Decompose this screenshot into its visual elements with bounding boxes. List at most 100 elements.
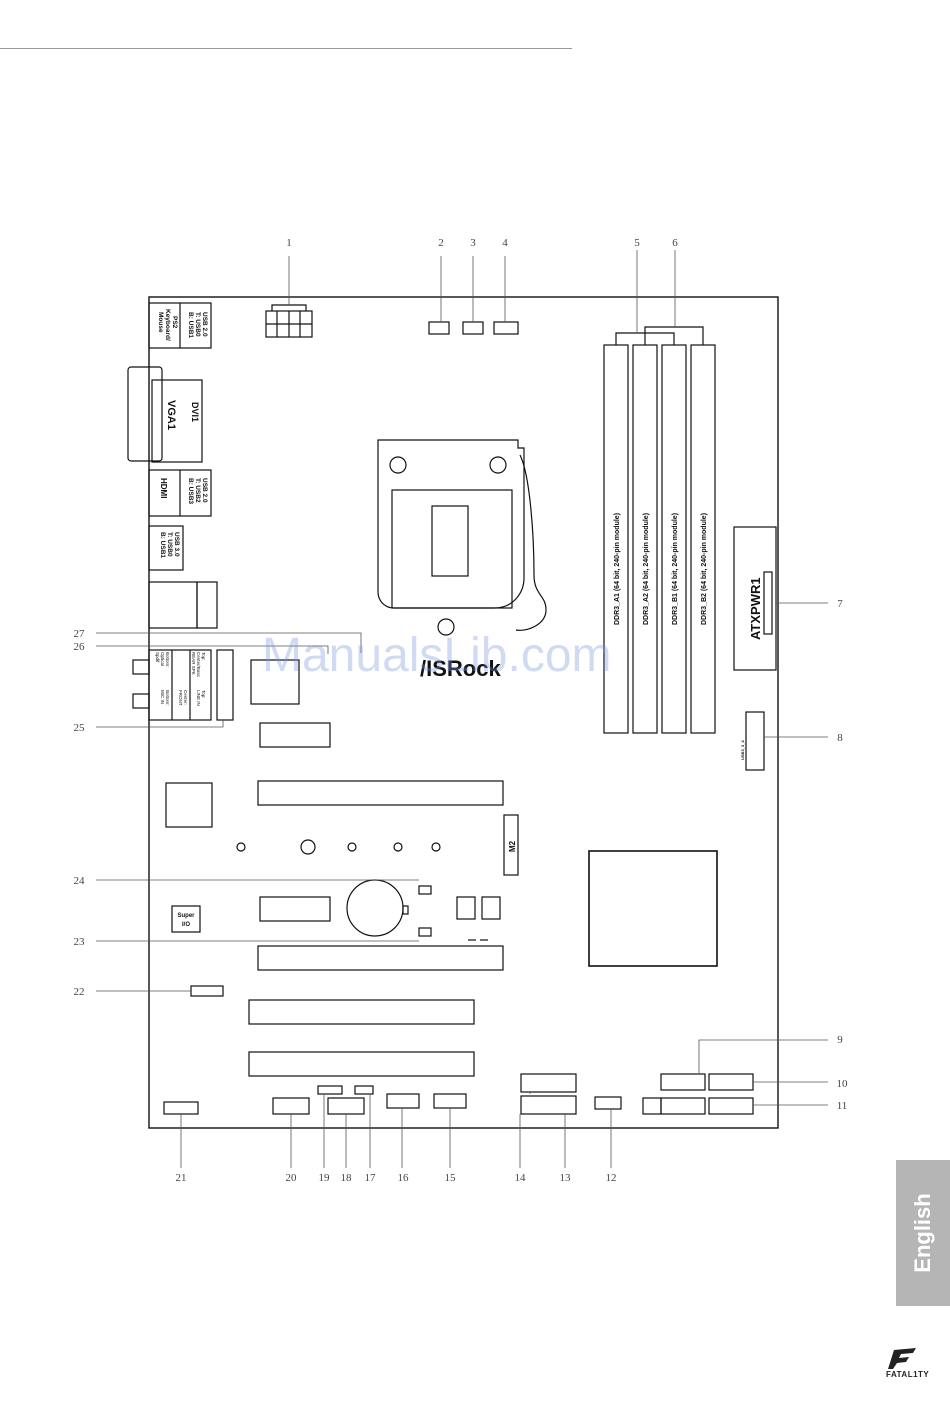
callout-25: 25	[74, 722, 86, 734]
callout-12: 12	[606, 1172, 617, 1184]
label-ddr-a2: DDR3_A2 (64 bit, 240-pin module)	[643, 513, 650, 625]
callout-20: 20	[286, 1172, 298, 1184]
brand-text: FATAL1TY	[886, 1370, 930, 1379]
label-audio-1: Top:	[201, 652, 206, 661]
callout-9: 9	[837, 1034, 843, 1046]
label-dvi: DVI1	[190, 402, 200, 422]
pcie-slot-2	[257, 945, 504, 971]
label-ddr-b1: DDR3_B1 (64 bit, 240-pin module)	[672, 513, 679, 625]
label-vga: VGA1	[165, 400, 177, 430]
header-16	[386, 1093, 420, 1109]
header-19	[317, 1085, 343, 1095]
language-tab-label: English	[910, 1193, 935, 1273]
hd-audio-header	[216, 649, 234, 721]
label-hdmi: HDMI	[159, 478, 168, 498]
callout-13: 13	[560, 1172, 572, 1184]
audio-jacks	[148, 649, 212, 721]
header-21	[163, 1101, 199, 1115]
callout-8: 8	[837, 732, 843, 744]
label-audio-11: MIC IN	[160, 690, 165, 704]
pch	[588, 850, 718, 967]
label-usb20-mid-l1: T: USB2	[194, 478, 201, 503]
cmos-battery	[346, 879, 404, 937]
label-superio-2: I/O	[182, 922, 190, 928]
callout-23: 23	[74, 936, 86, 948]
callout-27: 27	[74, 628, 86, 640]
sata-11a	[660, 1097, 706, 1115]
label-ps2: PS2	[171, 316, 178, 329]
label-m2: M2	[508, 840, 517, 852]
header-18	[327, 1097, 365, 1115]
callout-2: 2	[438, 237, 444, 249]
callout-11: 11	[837, 1100, 848, 1112]
chip-small-2	[259, 896, 331, 922]
label-audio-8: Center:	[183, 690, 188, 705]
header-rule	[0, 48, 572, 49]
callout-17: 17	[365, 1172, 377, 1184]
sata-14b	[520, 1095, 577, 1115]
pcie-slot-3	[248, 999, 475, 1025]
label-usb20-top: USB 2.0	[201, 312, 208, 337]
usb3-front-header	[745, 711, 765, 771]
sata-14a	[520, 1073, 577, 1093]
callout-7: 7	[837, 598, 843, 610]
sata-11b	[708, 1097, 754, 1115]
fan-header-12	[594, 1096, 622, 1110]
lan-port	[148, 581, 198, 629]
callout-26: 26	[74, 641, 86, 653]
callout-5: 5	[634, 237, 640, 249]
pcie-slot-1	[257, 780, 504, 806]
dvi-port	[151, 379, 203, 463]
cpu-socket	[377, 439, 525, 609]
chip-lan	[165, 782, 213, 828]
callout-22: 22	[74, 986, 85, 998]
label-usb30-l2: B: USB1	[159, 532, 166, 558]
header-24	[418, 885, 432, 895]
callout-19: 19	[319, 1172, 331, 1184]
language-tab: English	[896, 1160, 950, 1306]
label-ddr-b2: DDR3_B2 (64 bit, 240-pin module)	[701, 513, 708, 625]
callout-16: 16	[398, 1172, 410, 1184]
callout-24: 24	[74, 875, 86, 887]
label-ps2-l3: Mouse	[157, 312, 164, 333]
callout-21: 21	[176, 1172, 187, 1184]
label-superio-1: Super	[177, 913, 195, 919]
label-usb30-l1: T: USB0	[166, 532, 173, 557]
header-20	[272, 1097, 310, 1115]
header-17	[354, 1085, 374, 1095]
vga-port	[127, 366, 163, 462]
header-23	[418, 927, 432, 937]
callout-4: 4	[502, 237, 508, 249]
label-usb20-mid: USB 2.0	[201, 478, 208, 503]
callout-15: 15	[445, 1172, 457, 1184]
label-audio-10: Bottom:	[165, 690, 170, 706]
label-audio-6: Top:	[201, 690, 206, 699]
usb30-port	[148, 525, 184, 571]
label-audio-4: Optical	[160, 652, 165, 666]
chip-audio	[250, 659, 300, 705]
cha-fan	[493, 321, 519, 335]
label-usb30: USB 3.0	[173, 532, 180, 557]
super-io	[171, 905, 201, 933]
label-ps2-l2: Keyboard/	[164, 309, 171, 341]
chip-small	[259, 722, 331, 748]
label-audio-7: LINE IN	[196, 690, 201, 706]
label-usb33: USB3_3_4	[740, 740, 745, 760]
label-ddr-a1: DDR3_A1 (64 bit, 240-pin module)	[614, 513, 621, 625]
callout-3: 3	[470, 237, 476, 249]
atx-power-connector	[733, 526, 777, 671]
label-audio-3: Bottom:	[165, 652, 170, 668]
callout-10: 10	[837, 1078, 849, 1090]
callout-6: 6	[672, 237, 678, 249]
label-usb20-top-l2: B: USB1	[187, 312, 194, 338]
label-usb20-top-l1: T: USB0	[194, 312, 201, 337]
label-audio-2: Center/Bass	[196, 652, 201, 678]
pcie-slot-4	[248, 1051, 475, 1077]
callout-18: 18	[341, 1172, 353, 1184]
callout-14: 14	[515, 1172, 527, 1184]
header-15	[433, 1093, 467, 1109]
label-audio-5: Spdif	[155, 652, 160, 663]
cpu-fan2	[462, 321, 484, 335]
callout-1: 1	[286, 237, 292, 249]
